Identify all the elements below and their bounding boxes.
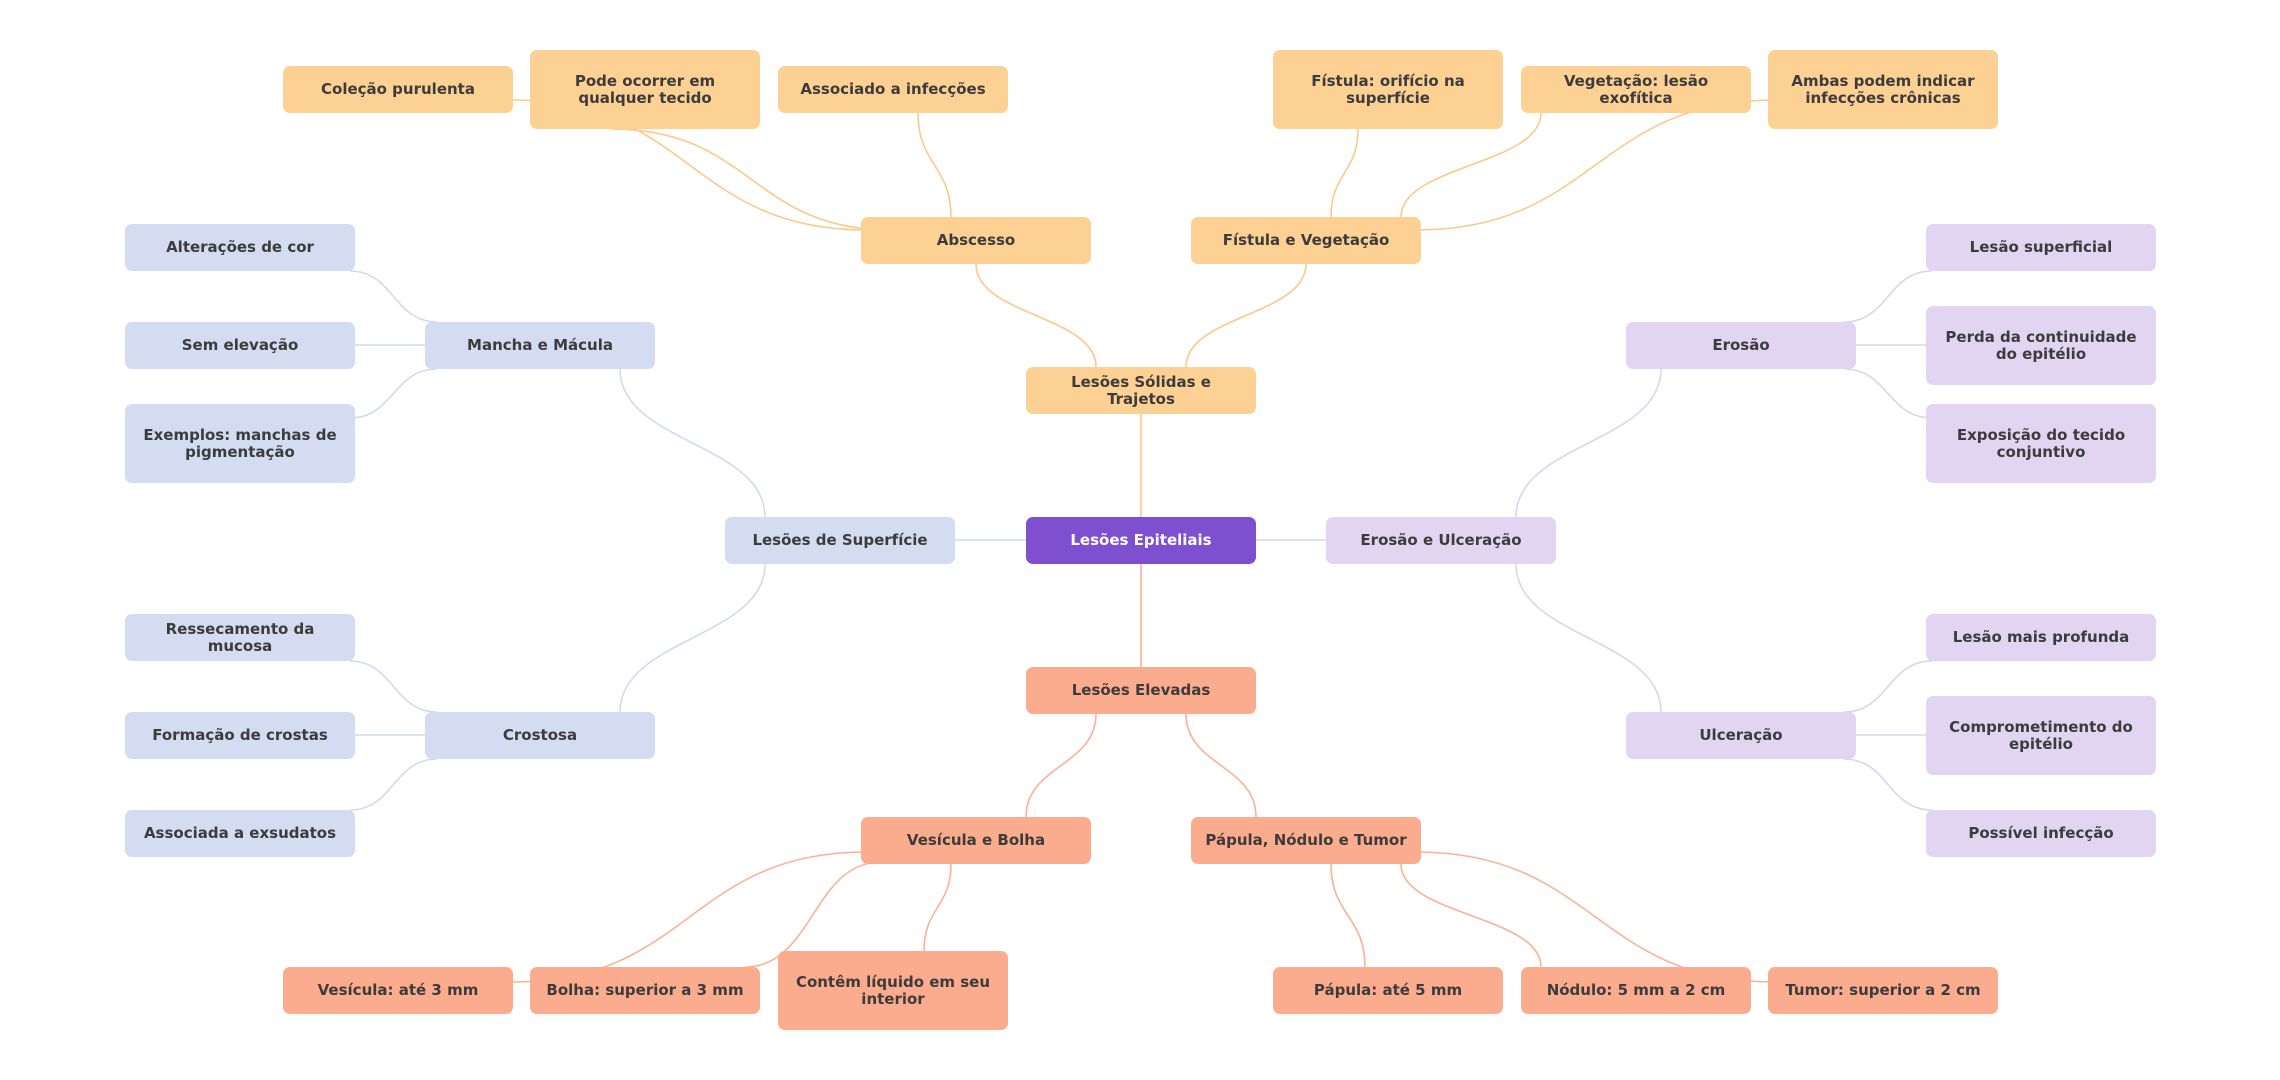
branch-lesoes-solidas[interactable]: Lesões Sólidas e Trajetos: [1026, 367, 1256, 414]
connector-line: [975, 263, 1097, 368]
leaf-fistula-orificio[interactable]: Fístula: orifício na superfície: [1273, 50, 1503, 129]
connector-line: [349, 270, 438, 323]
node-vesicula-bolha[interactable]: Vesícula e Bolha: [861, 817, 1091, 864]
leaf-exposicao-tecido[interactable]: Exposição do tecido conjuntivo: [1926, 404, 2156, 483]
connector-line: [1330, 863, 1366, 968]
branch-lesoes-superficie[interactable]: Lesões de Superfície: [725, 517, 955, 564]
node-fistula-vegetacao[interactable]: Fístula e Vegetação: [1191, 217, 1421, 264]
leaf-exemplos-pigmentacao[interactable]: Exemplos: manchas de pigmentação: [125, 404, 355, 483]
connector-line: [744, 861, 882, 968]
connector-line: [1843, 368, 1933, 419]
connector-line: [1025, 713, 1097, 818]
leaf-lesao-superficial[interactable]: Lesão superficial: [1926, 224, 2156, 271]
leaf-associado-infeccoes[interactable]: Associado a infecções: [778, 66, 1008, 113]
leaf-alteracoes-cor[interactable]: Alterações de cor: [125, 224, 355, 271]
node-crostosa[interactable]: Crostosa: [425, 712, 655, 759]
branch-lesoes-elevadas[interactable]: Lesões Elevadas: [1026, 667, 1256, 714]
leaf-vesicula-3mm[interactable]: Vesícula: até 3 mm: [283, 967, 513, 1014]
leaf-bolha-3mm[interactable]: Bolha: superior a 3 mm: [530, 967, 760, 1014]
node-papula-nodulo-tumor[interactable]: Pápula, Nódulo e Tumor: [1191, 817, 1421, 864]
connector-line: [1843, 270, 1933, 323]
connector-line: [1843, 758, 1933, 811]
leaf-associada-exsudatos[interactable]: Associada a exsudatos: [125, 810, 355, 857]
connector-line: [1415, 851, 1776, 983]
leaf-ressecamento-mucosa[interactable]: Ressecamento da mucosa: [125, 614, 355, 661]
leaf-vegetacao-exofitica[interactable]: Vegetação: lesão exofítica: [1521, 66, 1751, 113]
leaf-ambas-infeccoes[interactable]: Ambas podem indicar infecções crônicas: [1768, 50, 1998, 129]
connector-line: [917, 112, 952, 218]
leaf-formacao-crostas[interactable]: Formação de crostas: [125, 712, 355, 759]
branch-erosao-ulceracao[interactable]: Erosão e Ulceração: [1326, 517, 1556, 564]
node-abscesso[interactable]: Abscesso: [861, 217, 1091, 264]
leaf-perda-continuidade[interactable]: Perda da continuidade do epitélio: [1926, 306, 2156, 385]
leaf-lesao-profunda[interactable]: Lesão mais profunda: [1926, 614, 2156, 661]
leaf-nodulo-5mm-2cm[interactable]: Nódulo: 5 mm a 2 cm: [1521, 967, 1751, 1014]
connector-line: [349, 758, 438, 811]
connector-line: [1515, 368, 1662, 518]
connector-line: [1400, 112, 1542, 218]
connector-line: [1400, 863, 1542, 968]
connector-line: [349, 660, 438, 713]
connector-line: [1185, 263, 1307, 368]
leaf-possivel-infeccao[interactable]: Possível infecção: [1926, 810, 2156, 857]
leaf-comprometimento-epitelio[interactable]: Comprometimento do epitélio: [1926, 696, 2156, 775]
connector-line: [619, 368, 766, 518]
leaf-tumor-2cm[interactable]: Tumor: superior a 2 cm: [1768, 967, 1998, 1014]
node-ulceracao[interactable]: Ulceração: [1626, 712, 1856, 759]
leaf-contem-liquido[interactable]: Contêm líquido em seu interior: [778, 951, 1008, 1030]
connector-line: [1843, 660, 1933, 713]
connector-line: [611, 128, 892, 231]
leaf-pode-ocorrer[interactable]: Pode ocorrer em qualquer tecido: [530, 50, 760, 129]
connector-line: [1330, 128, 1359, 218]
connector-line: [1185, 713, 1257, 818]
connector-line: [923, 863, 952, 952]
root-node[interactable]: Lesões Epiteliais: [1026, 517, 1256, 564]
leaf-colecao-purulenta[interactable]: Coleção purulenta: [283, 66, 513, 113]
connector-line: [1515, 563, 1662, 713]
leaf-sem-elevacao[interactable]: Sem elevação: [125, 322, 355, 369]
leaf-papula-5mm[interactable]: Pápula: até 5 mm: [1273, 967, 1503, 1014]
node-mancha-macula[interactable]: Mancha e Mácula: [425, 322, 655, 369]
connector-line: [349, 368, 438, 419]
connector-line: [619, 563, 766, 713]
node-erosao[interactable]: Erosão: [1626, 322, 1856, 369]
